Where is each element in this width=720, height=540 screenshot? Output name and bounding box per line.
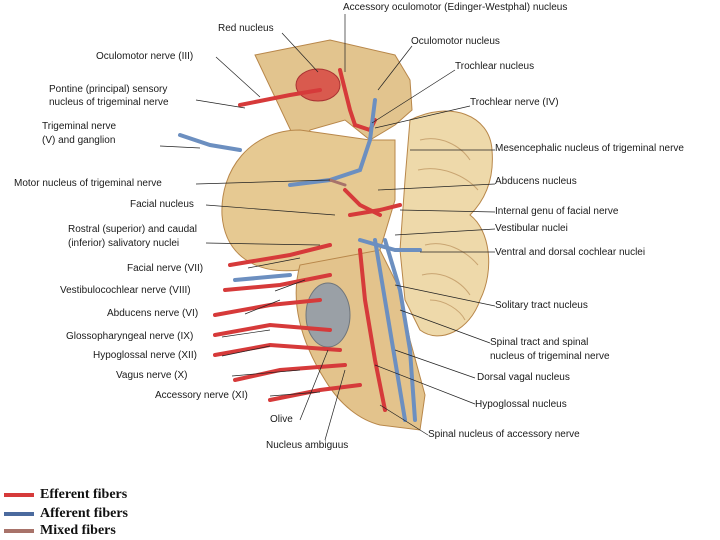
label-salivatory-line2: (inferior) salivatory nuclei: [68, 238, 180, 249]
label-spinal-tract-line1: Spinal tract and spinal: [490, 337, 589, 348]
legend-swatch-afferent: [4, 512, 34, 516]
legend-item-mixed: Mixed fibers: [4, 523, 204, 539]
label-abducens-nucleus: Abducens nucleus: [495, 176, 577, 187]
label-accessory-nerve: Accessory nerve (XI): [155, 390, 248, 401]
olive-shape: [305, 282, 351, 348]
label-mesencephalic-nucleus: Mesencephalic nucleus of trigeminal nerv…: [495, 143, 684, 154]
label-vestibulocochlear-nerve: Vestibulocochlear nerve (VIII): [60, 285, 191, 296]
legend-item-efferent: Efferent fibers: [4, 487, 204, 503]
cerebellum-folia: [417, 138, 479, 321]
legend-item-afferent: Afferent fibers: [4, 506, 204, 522]
label-trochlear-nucleus: Trochlear nucleus: [455, 61, 535, 72]
label-glossopharyngeal-nerve: Glossopharyngeal nerve (IX): [66, 331, 194, 342]
label-accessory-oculomotor: Accessory oculomotor (Edinger-Westphal) …: [343, 2, 568, 13]
label-abducens-nerve: Abducens nerve (VI): [107, 308, 199, 319]
label-spinal-accessory: Spinal nucleus of accessory nerve: [428, 429, 580, 440]
label-vestibular-nuclei: Vestibular nuclei: [495, 223, 568, 234]
label-dorsal-vagal: Dorsal vagal nucleus: [477, 372, 570, 383]
label-internal-genu: Internal genu of facial nerve: [495, 206, 619, 217]
leader-lines: [159, 14, 496, 441]
label-cochlear-nuclei: Ventral and dorsal cochlear nuclei: [495, 247, 646, 258]
label-pontine-sensory-line2: nucleus of trigeminal nerve: [49, 97, 169, 108]
legend-swatch-mixed: [4, 529, 34, 533]
label-hypoglossal-nerve: Hypoglossal nerve (XII): [93, 350, 197, 361]
legend-label-mixed: Mixed fibers: [40, 523, 116, 538]
label-red-nucleus: Red nucleus: [218, 23, 274, 34]
red-nucleus-shape: [295, 68, 341, 102]
mixed-tracts: [328, 178, 347, 187]
label-trochlear-nerve: Trochlear nerve (IV): [470, 97, 559, 108]
label-facial-nerve: Facial nerve (VII): [127, 263, 204, 274]
cerebellum-shape: [399, 110, 493, 337]
label-oculomotor-nucleus: Oculomotor nucleus: [411, 36, 500, 47]
label-spinal-tract-line2: nucleus of trigeminal nerve: [490, 351, 610, 362]
label-olive: Olive: [270, 414, 293, 425]
label-trigeminal-nerve-line2: (V) and ganglion: [42, 135, 116, 146]
label-motor-nucleus-trigeminal: Motor nucleus of trigeminal nerve: [14, 178, 162, 189]
legend-label-afferent: Afferent fibers: [40, 506, 128, 521]
legend-label-efferent: Efferent fibers: [40, 487, 128, 502]
label-solitary-tract: Solitary tract nucleus: [495, 300, 588, 311]
legend-swatch-efferent: [4, 493, 34, 497]
label-pontine-sensory-line1: Pontine (principal) sensory: [49, 84, 168, 95]
label-vagus-nerve: Vagus nerve (X): [116, 370, 188, 381]
label-hypoglossal-nucleus: Hypoglossal nucleus: [475, 399, 567, 410]
label-facial-nucleus: Facial nucleus: [130, 199, 194, 210]
label-nucleus-ambiguus: Nucleus ambiguus: [266, 440, 349, 451]
afferent-tracts: [178, 98, 422, 422]
label-trigeminal-nerve-line1: Trigeminal nerve: [42, 121, 117, 132]
label-salivatory-line1: Rostral (superior) and caudal: [68, 224, 197, 235]
label-oculomotor-nerve: Oculomotor nerve (III): [96, 51, 194, 62]
